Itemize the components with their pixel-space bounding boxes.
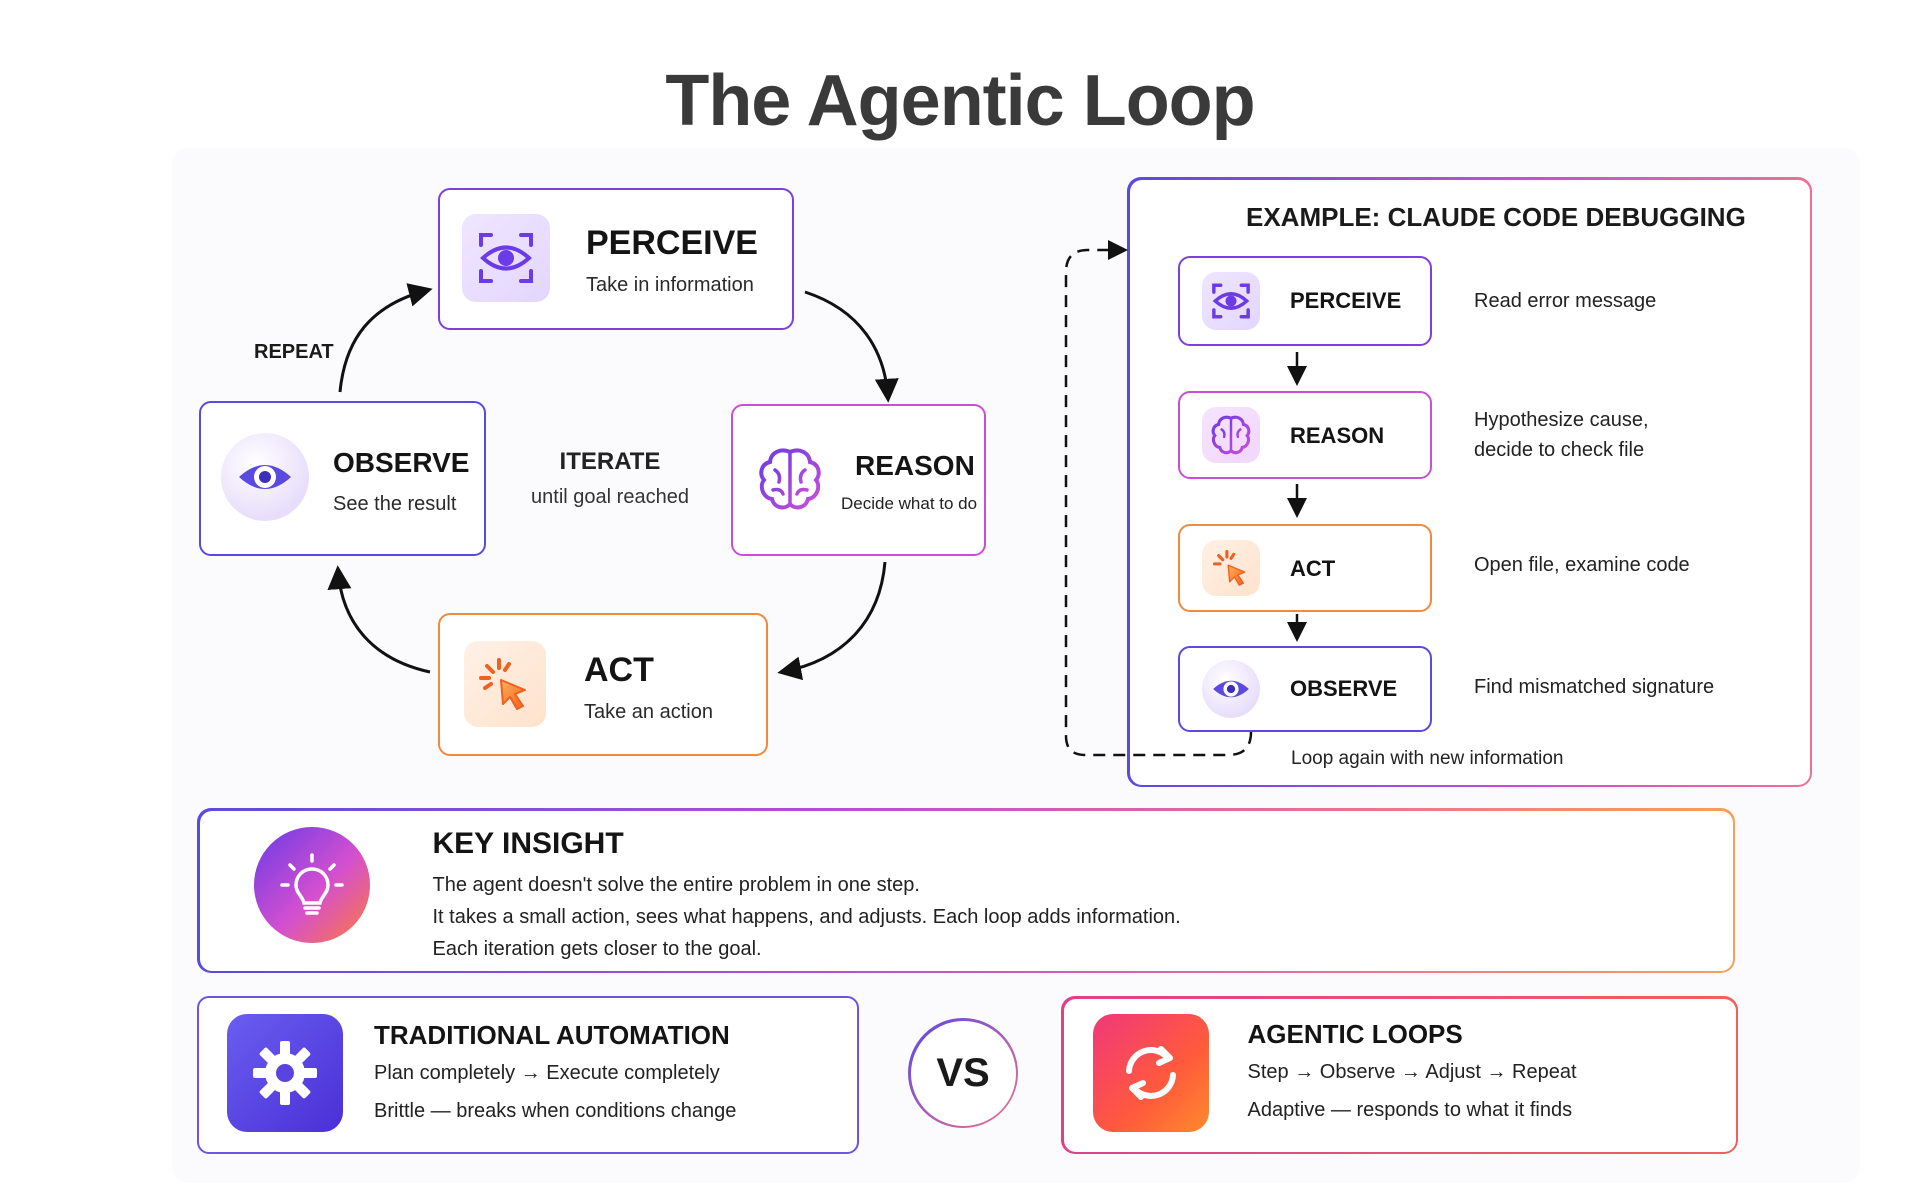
cursor-click-icon: [464, 641, 546, 727]
repeat-label: REPEAT: [254, 341, 334, 363]
arrow-perceive-to-reason: [804, 290, 899, 403]
reason-card: REASON Decide what to do: [731, 404, 986, 556]
agentic-title: AGENTIC LOOPS: [1247, 1018, 1463, 1049]
lightbulb-icon: [253, 826, 370, 943]
perceive-label: PERCEIVE: [586, 224, 758, 262]
traditional-title: TRADITIONAL AUTOMATION: [374, 1020, 730, 1050]
refresh-icon: [1092, 1013, 1209, 1132]
eye-icon: [1202, 272, 1260, 330]
traditional-line2: Brittle — breaks when conditions change: [374, 1100, 737, 1122]
vs-label: VS: [910, 1020, 1016, 1126]
traditional-automation-card: TRADITIONAL AUTOMATION Plan completely →…: [197, 996, 859, 1154]
reason-desc: Decide what to do: [841, 494, 978, 513]
reason-label: REASON: [855, 450, 975, 481]
brain-icon: [1202, 407, 1260, 463]
example-step-desc: Find mismatched signature: [1474, 676, 1715, 698]
iterate-center: ITERATE until goal reached: [520, 448, 700, 509]
perceive-card: PERCEIVE Take in information: [438, 188, 794, 330]
example-step-act: ACT: [1178, 524, 1432, 612]
arrow-reason-to-act: [777, 561, 887, 681]
observe-label: OBSERVE: [333, 447, 470, 478]
page-title: The Agentic Loop: [665, 61, 1255, 141]
example-step-desc: Read error message: [1474, 290, 1657, 312]
example-step-observe: OBSERVE: [1178, 646, 1432, 732]
example-step-desc-line1: Hypothesize cause,: [1474, 409, 1649, 431]
eye-icon: [462, 214, 550, 302]
observe-card: OBSERVE See the result: [199, 401, 486, 556]
perceive-desc: Take in information: [586, 274, 754, 296]
key-insight-line: The agent doesn't solve the entire probl…: [432, 873, 920, 896]
example-step-label: REASON: [1290, 423, 1385, 448]
example-step-label: ACT: [1290, 556, 1336, 581]
vs-badge: VS: [908, 1018, 1018, 1128]
example-step-label: OBSERVE: [1290, 676, 1398, 701]
iterate-subtitle: until goal reached: [531, 486, 689, 508]
brain-icon: [753, 442, 827, 516]
traditional-line1: Plan completely → Execute completely: [374, 1062, 720, 1084]
key-insight-panel: KEY INSIGHT The agent doesn't solve the …: [197, 808, 1735, 973]
key-insight-line: Each iteration gets closer to the goal.: [432, 937, 762, 960]
arrow-act-to-observe: [327, 565, 431, 674]
key-insight-title: KEY INSIGHT: [432, 826, 624, 860]
act-card: ACT Take an action: [438, 613, 768, 756]
arrow-observe-to-perceive: [338, 283, 433, 393]
example-step-reason: REASON: [1178, 391, 1432, 479]
agentic-line1: Step → Observe → Adjust → Repeat: [1247, 1060, 1577, 1083]
act-desc: Take an action: [584, 701, 713, 723]
agentic-loops-card: AGENTIC LOOPS Step → Observe → Adjust → …: [1061, 996, 1738, 1154]
example-step-desc: Hypothesize cause, decide to check file: [1474, 405, 1649, 465]
gear-icon: [227, 1014, 343, 1132]
example-step-desc-line2: decide to check file: [1474, 439, 1645, 461]
eye-icon: [1202, 660, 1260, 718]
observe-desc: See the result: [333, 493, 457, 515]
agentic-line2: Adaptive — responds to what it finds: [1247, 1098, 1573, 1121]
cursor-click-icon: [1202, 540, 1260, 596]
example-step-label: PERCEIVE: [1290, 288, 1402, 313]
eye-icon: [221, 433, 309, 521]
key-insight-body: The agent doesn't solve the entire probl…: [433, 869, 1181, 965]
example-title: EXAMPLE: CLAUDE CODE DEBUGGING: [1246, 202, 1746, 232]
loop-again-note: Loop again with new information: [1291, 748, 1564, 769]
iterate-title: ITERATE: [559, 448, 661, 475]
act-label: ACT: [584, 651, 654, 689]
example-step-perceive: PERCEIVE: [1178, 256, 1432, 346]
key-insight-line: It takes a small action, sees what happe…: [432, 905, 1181, 928]
example-step-desc: Open file, examine code: [1474, 554, 1690, 576]
